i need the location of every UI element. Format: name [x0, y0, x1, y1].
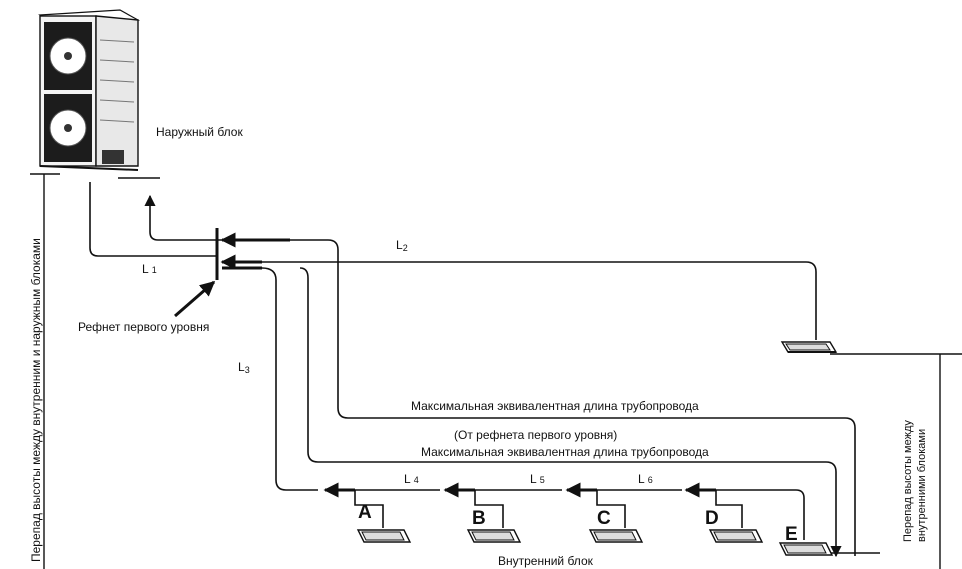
max-length-path-1 [144, 194, 856, 556]
max-length-label-2: Максимальная эквивалентная длина трубопр… [421, 445, 709, 459]
indoor-unit-label: Внутренний блок [498, 554, 594, 568]
segment-label-L3: L3 [238, 360, 250, 375]
unit-letter-B: B [472, 508, 486, 529]
indoor-unit-A-icon [356, 529, 412, 543]
max-length-path-2 [299, 267, 842, 558]
drop-D [715, 490, 743, 528]
indoor-unit-C-icon [588, 529, 644, 543]
unit-letter-C: C [597, 508, 611, 529]
outdoor-unit-label: Наружный блок [156, 125, 243, 139]
pipe-L3 [261, 267, 318, 491]
first-refnet-label: Рефнет первого уровня [78, 320, 209, 334]
height-diff-indoor-label-line1: Перепад высоты между [902, 420, 914, 542]
segment-label-L2: L2 [396, 238, 408, 253]
indoor-unit-B-icon [466, 529, 522, 543]
unit-letter-D: D [705, 508, 719, 529]
pipe-L1 [89, 182, 216, 257]
from-first-refnet-label: (От рефнета первого уровня) [454, 428, 617, 442]
unit-letter-E: E [785, 524, 798, 545]
outdoor-unit-icon [38, 9, 141, 171]
pipe-L2 [222, 261, 817, 340]
drop-B [474, 490, 504, 528]
unit-letter-A: A [358, 502, 372, 523]
indoor-unit-D-icon [708, 529, 764, 543]
drop-A [354, 490, 384, 528]
height-diff-indoor-label-line2: внутренними блоками [916, 429, 928, 542]
refnet-pointer-arrow [174, 280, 216, 318]
height-diff-outdoor-label: Перепад высоты между внутренним и наружн… [29, 238, 43, 562]
indoor-unit-E-icon [778, 542, 834, 556]
drop-C [596, 490, 626, 528]
max-length-label-1: Максимальная эквивалентная длина трубопр… [411, 399, 699, 413]
pipe-to-E [716, 489, 805, 540]
indoor-unit-upper-icon [780, 341, 838, 353]
